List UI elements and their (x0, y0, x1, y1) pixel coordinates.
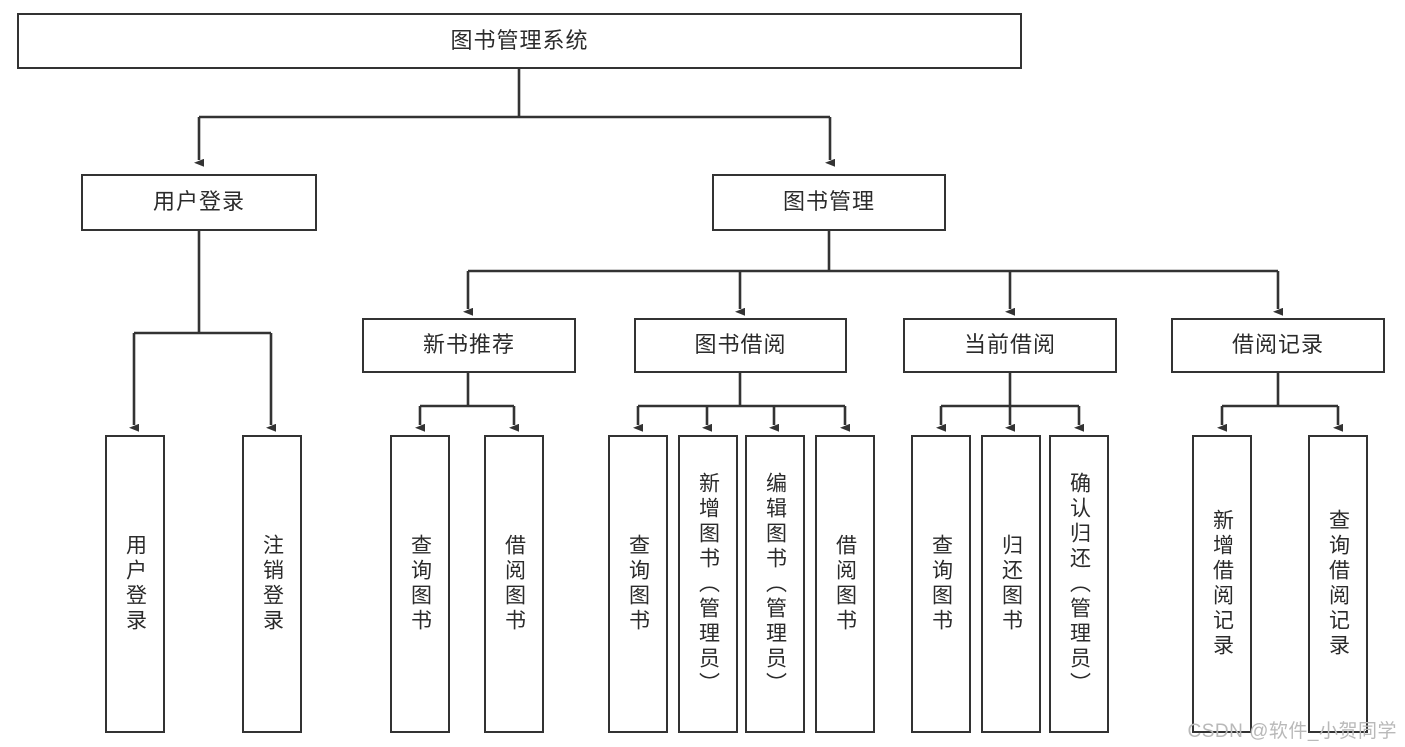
node-leaf-add-book-label: 新增图书（管理员） (696, 471, 720, 697)
node-leaf-borrow-book-1-label: 借阅图书 (502, 534, 526, 634)
node-leaf-return-book[interactable]: 归还图书 (981, 435, 1041, 733)
node-leaf-logout-login-label: 注销登录 (260, 534, 284, 634)
node-leaf-query-book-1-label: 查询图书 (408, 534, 432, 634)
node-book-borrow-label: 图书借阅 (694, 332, 787, 358)
node-leaf-confirm-return-label: 确认归还（管理员） (1067, 471, 1091, 697)
node-leaf-borrow-book-2-label: 借阅图书 (833, 534, 857, 634)
node-leaf-query-book-3[interactable]: 查询图书 (911, 435, 971, 733)
node-leaf-add-book[interactable]: 新增图书（管理员） (678, 435, 738, 733)
node-new-book-recommend[interactable]: 新书推荐 (362, 318, 576, 373)
node-leaf-add-record-label: 新增借阅记录 (1210, 509, 1234, 659)
node-leaf-user-login-label: 用户登录 (123, 534, 147, 634)
node-current-borrow-label: 当前借阅 (963, 332, 1056, 358)
node-book-management[interactable]: 图书管理 (712, 174, 946, 231)
node-root-label: 图书管理系统 (450, 27, 589, 53)
node-leaf-borrow-book-2[interactable]: 借阅图书 (815, 435, 875, 733)
node-user-login[interactable]: 用户登录 (81, 174, 317, 231)
node-new-book-recommend-label: 新书推荐 (422, 332, 515, 358)
node-leaf-confirm-return[interactable]: 确认归还（管理员） (1049, 435, 1109, 733)
node-root-book-management-system[interactable]: 图书管理系统 (17, 13, 1022, 69)
node-leaf-query-record-label: 查询借阅记录 (1326, 509, 1350, 659)
node-user-login-label: 用户登录 (152, 189, 245, 215)
node-leaf-query-book-2-label: 查询图书 (626, 534, 650, 634)
node-leaf-borrow-book-1[interactable]: 借阅图书 (484, 435, 544, 733)
node-leaf-add-record[interactable]: 新增借阅记录 (1192, 435, 1252, 733)
node-borrow-record-label: 借阅记录 (1231, 332, 1324, 358)
node-leaf-query-book-2[interactable]: 查询图书 (608, 435, 668, 733)
node-leaf-query-book-1[interactable]: 查询图书 (390, 435, 450, 733)
node-leaf-edit-book[interactable]: 编辑图书（管理员） (745, 435, 805, 733)
node-book-management-label: 图书管理 (782, 189, 875, 215)
node-current-borrow[interactable]: 当前借阅 (903, 318, 1117, 373)
node-leaf-edit-book-label: 编辑图书（管理员） (763, 471, 787, 697)
node-leaf-user-login[interactable]: 用户登录 (105, 435, 165, 733)
csdn-watermark: CSDN @软件_小贺同学 (1187, 721, 1397, 742)
node-book-borrow[interactable]: 图书借阅 (634, 318, 847, 373)
node-leaf-query-book-3-label: 查询图书 (929, 534, 953, 634)
node-borrow-record[interactable]: 借阅记录 (1171, 318, 1385, 373)
node-leaf-query-record[interactable]: 查询借阅记录 (1308, 435, 1368, 733)
node-leaf-logout-login[interactable]: 注销登录 (242, 435, 302, 733)
node-leaf-return-book-label: 归还图书 (999, 534, 1023, 634)
